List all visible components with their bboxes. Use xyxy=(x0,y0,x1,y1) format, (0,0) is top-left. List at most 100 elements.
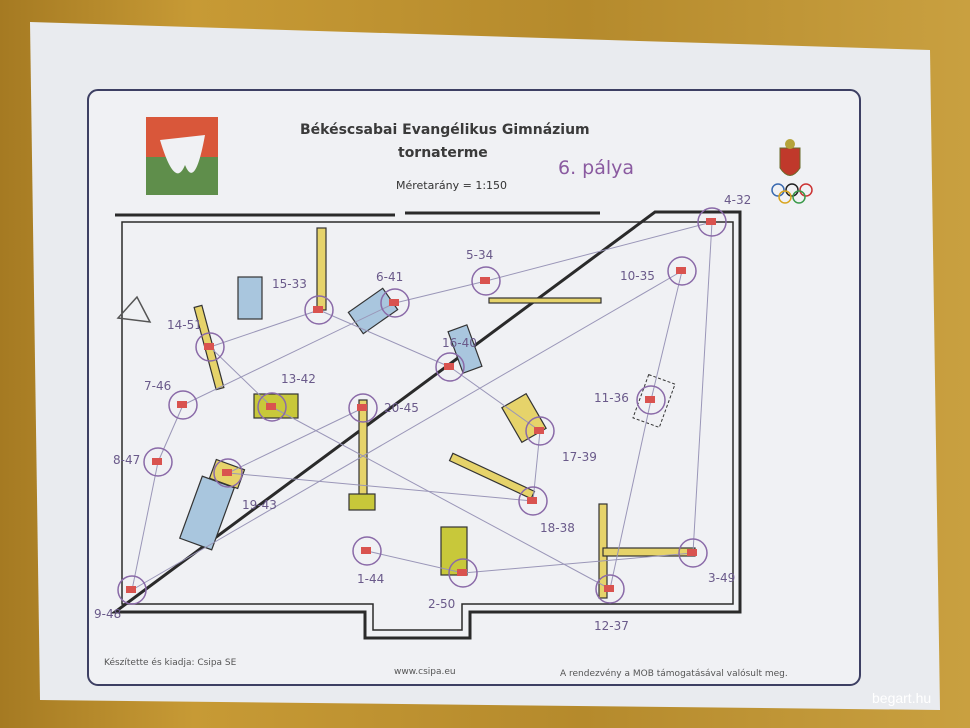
control-label: 8-47 xyxy=(113,453,140,467)
gym-equipment xyxy=(447,324,483,374)
olympic-rings-icon xyxy=(771,183,813,204)
gym-equipment xyxy=(348,493,376,511)
hungarian-coat-of-arms-icon xyxy=(779,139,801,176)
course-leg xyxy=(318,309,451,368)
course-leg xyxy=(485,221,713,282)
course-leg xyxy=(227,472,534,502)
gym-equipment xyxy=(602,547,696,557)
control-label: 17-39 xyxy=(562,450,597,464)
gym-walls xyxy=(110,210,742,640)
control-flag-icon xyxy=(604,585,614,592)
footer-maker: Készítette és kiadja: Csipa SE xyxy=(104,658,237,668)
control-circle xyxy=(667,256,697,286)
control-label: 5-34 xyxy=(466,248,493,262)
control-circle xyxy=(435,352,465,382)
course-leg xyxy=(131,461,159,591)
control-flag-icon xyxy=(357,404,367,411)
control-label: 6-41 xyxy=(376,270,403,284)
control-circle xyxy=(117,575,147,605)
course-leg xyxy=(394,280,487,304)
footer-sponsor: A rendezvény a MOB támogatásával valósul… xyxy=(560,669,788,679)
control-label: 13-42 xyxy=(281,372,316,386)
control-flag-icon xyxy=(457,569,467,576)
course-leg xyxy=(609,399,652,590)
course-leg xyxy=(271,406,611,590)
control-circle xyxy=(304,295,334,325)
control-circle xyxy=(195,332,225,362)
control-label: 19-43 xyxy=(242,498,277,512)
control-flag-icon xyxy=(706,218,716,225)
gym-equipment xyxy=(448,452,536,500)
control-circle xyxy=(448,558,478,588)
control-circle xyxy=(595,574,625,604)
sportolo-nemzet-logo xyxy=(146,117,218,195)
control-label: 18-38 xyxy=(540,521,575,535)
control-flag-icon xyxy=(266,403,276,410)
control-flag-icon xyxy=(152,458,162,465)
control-flag-icon xyxy=(222,469,232,476)
course-leg xyxy=(131,270,683,591)
gym-equipment xyxy=(488,297,602,304)
control-flag-icon xyxy=(527,497,537,504)
control-label: 10-35 xyxy=(620,269,655,283)
control-label: 4-32 xyxy=(724,193,751,207)
gym-equipment xyxy=(347,287,399,335)
gym-equipment xyxy=(237,276,263,320)
watermark: begart.hu xyxy=(872,690,932,706)
control-circle xyxy=(518,486,548,516)
control-label: 9-48 xyxy=(94,607,121,621)
course-leg xyxy=(449,366,541,432)
gym-subtitle: tornaterme xyxy=(398,145,488,161)
control-flag-icon xyxy=(676,267,686,274)
control-flag-icon xyxy=(389,299,399,306)
control-flag-icon xyxy=(313,306,323,313)
control-flag-icon xyxy=(444,363,454,370)
control-label: 2-50 xyxy=(428,597,455,611)
course-leg xyxy=(692,221,713,554)
course-name: 6. pálya xyxy=(558,157,635,179)
control-flag-icon xyxy=(361,547,371,554)
control-flag-icon xyxy=(534,427,544,434)
course-leg xyxy=(209,309,320,348)
course-leg xyxy=(182,302,396,406)
control-label: 7-46 xyxy=(144,379,171,393)
control-circle xyxy=(678,538,708,568)
control-circle xyxy=(168,390,198,420)
gym-title: Békéscsabai Evangélikus Gimnázium xyxy=(300,122,590,138)
control-label: 12-37 xyxy=(594,619,629,633)
course-leg xyxy=(532,430,541,502)
control-circle xyxy=(380,288,410,318)
control-label: 14-51 xyxy=(167,318,202,332)
start-triangle-icon xyxy=(116,295,152,323)
control-label: 20-45 xyxy=(384,401,419,415)
control-flag-icon xyxy=(645,396,655,403)
map-frame xyxy=(87,89,861,686)
control-flag-icon xyxy=(126,586,136,593)
control-circle xyxy=(213,458,243,488)
course-leg xyxy=(227,407,364,474)
gym-equipment xyxy=(358,399,368,496)
control-circle xyxy=(348,393,378,423)
control-circle xyxy=(697,207,727,237)
control-circle xyxy=(257,392,287,422)
control-flag-icon xyxy=(687,549,697,556)
control-circle xyxy=(636,385,666,415)
course-leg xyxy=(462,552,694,574)
gym-equipment xyxy=(440,526,468,576)
control-label: 15-33 xyxy=(272,277,307,291)
control-label: 1-44 xyxy=(357,572,384,586)
course-leg xyxy=(366,550,464,574)
course-leg xyxy=(650,270,683,401)
control-label: 3-49 xyxy=(708,571,735,585)
control-flag-icon xyxy=(204,343,214,350)
control-label: 16-40 xyxy=(442,336,477,350)
control-circle xyxy=(471,266,501,296)
control-label: 11-36 xyxy=(594,391,629,405)
footer-website: www.csipa.eu xyxy=(394,667,456,677)
gym-walls-inner xyxy=(121,221,734,631)
map-scale: Méretarány = 1:150 xyxy=(396,179,508,192)
control-circle xyxy=(143,447,173,477)
control-flag-icon xyxy=(177,401,187,408)
control-circle xyxy=(352,536,382,566)
